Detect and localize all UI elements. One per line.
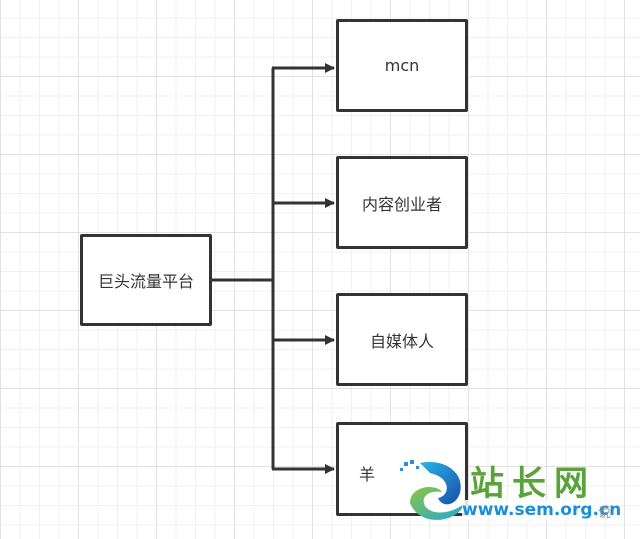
target-node-label: 自媒体人 bbox=[369, 331, 434, 351]
target-node-self-media[interactable]: 自媒体人 bbox=[336, 293, 468, 386]
watermark-name: 站长网 bbox=[470, 464, 596, 504]
target-node-label: 羊 bbox=[359, 465, 376, 484]
target-node-content-creator[interactable]: 内容创业者 bbox=[336, 156, 468, 249]
target-node-mcn[interactable]: mcn bbox=[336, 19, 468, 112]
source-node[interactable]: 巨头流量平台 bbox=[80, 234, 212, 326]
watermark-url: www.sem.org.cn bbox=[462, 500, 622, 520]
target-node-label: 内容创业者 bbox=[361, 194, 442, 214]
watermark-logo-icon bbox=[400, 460, 465, 520]
watermark-tail: 说 bbox=[598, 506, 612, 521]
target-node-label: mcn bbox=[384, 56, 420, 75]
source-node-label: 巨头流量平台 bbox=[97, 272, 194, 291]
